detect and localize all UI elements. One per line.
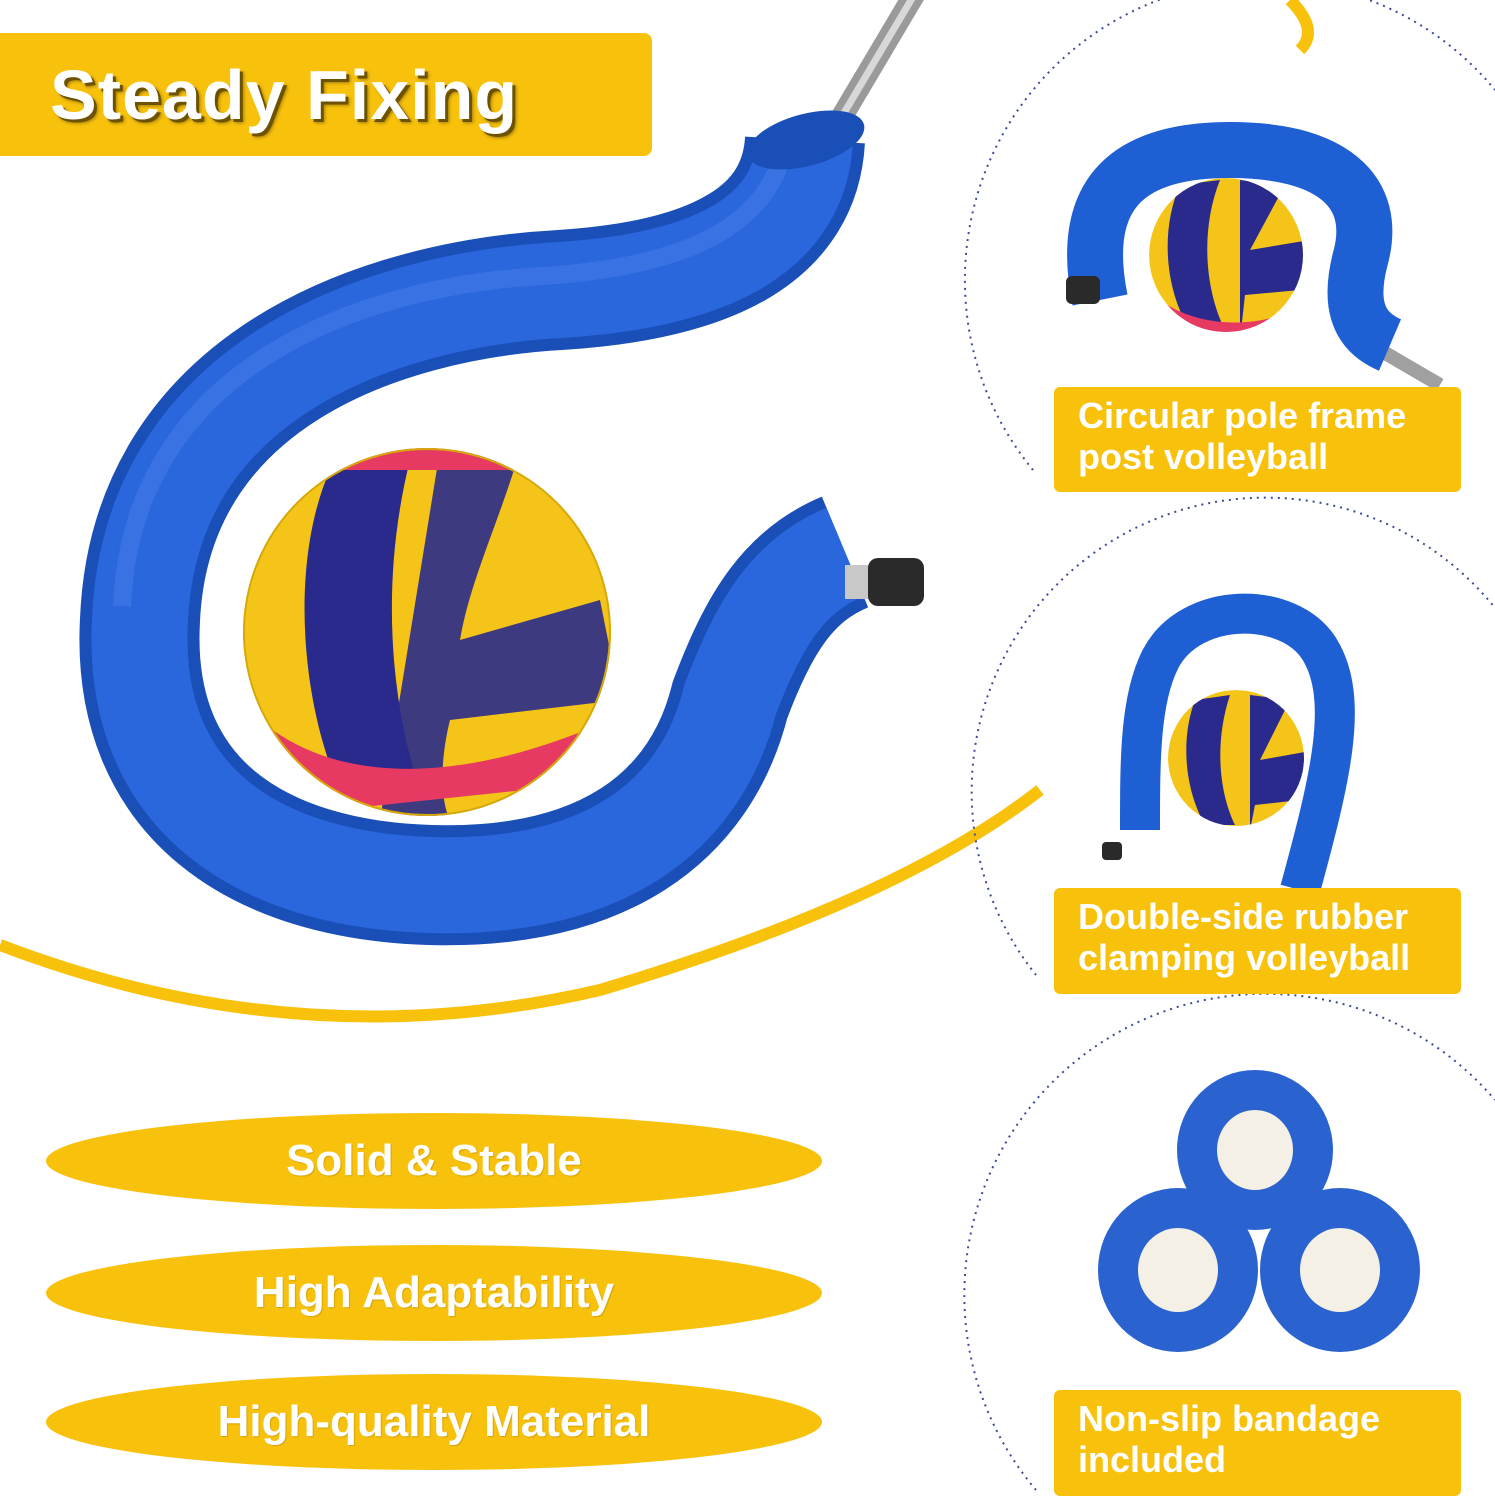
feature-pill-1: Solid & Stable xyxy=(46,1113,822,1209)
feature-label: Solid & Stable xyxy=(286,1136,582,1185)
panel3-dotted-arc xyxy=(963,992,1495,1491)
panel2-dotted-arc xyxy=(970,496,1495,976)
bandage-roll xyxy=(1177,1070,1333,1230)
panel2-caption-box: Double-side rubber clamping volleyball xyxy=(1054,888,1461,994)
bandage-roll xyxy=(1098,1188,1258,1352)
bandage-rolls xyxy=(1098,1070,1420,1352)
feature-label: High-quality Material xyxy=(217,1397,651,1446)
pole-end-cap xyxy=(845,558,924,606)
panel1-dotted-arc xyxy=(963,0,1495,471)
decorative-curve xyxy=(0,785,1044,1023)
headline-banner: Steady Fixing xyxy=(0,33,652,156)
panel3-caption-box: Non-slip bandage included xyxy=(1054,1390,1461,1496)
bandage-roll xyxy=(1260,1188,1420,1352)
volleyball-main xyxy=(243,448,611,816)
panel2-caption: Double-side rubber clamping volleyball xyxy=(1078,896,1411,978)
panel1-caption: Circular pole frame post volleyball xyxy=(1078,395,1407,477)
headline: Steady Fixing xyxy=(50,56,519,134)
feature-pill-2: High Adaptability xyxy=(46,1245,822,1341)
panel1-image xyxy=(1066,121,1444,392)
panel3-caption: Non-slip bandage included xyxy=(1078,1398,1381,1480)
foam-hook xyxy=(79,110,870,946)
feature-label: High Adaptability xyxy=(253,1268,615,1317)
panel2-image xyxy=(1102,593,1355,896)
decorative-curve-top xyxy=(1285,0,1314,55)
feature-pill-3: High-quality Material xyxy=(46,1374,822,1470)
panel1-caption-box: Circular pole frame post volleyball xyxy=(1054,387,1461,492)
